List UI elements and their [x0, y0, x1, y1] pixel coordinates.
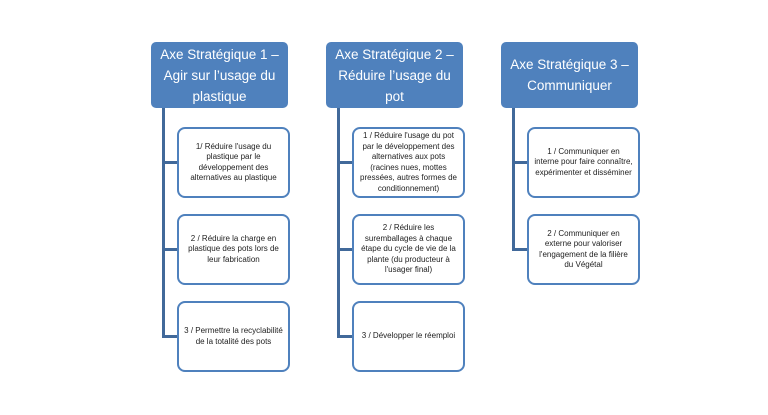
axis-2-item-3: 3 / Développer le réemploi [352, 301, 465, 372]
item-text: 3 / Permettre la recyclabilité de la tot… [184, 326, 283, 346]
item-text: 3 / Développer le réemploi [361, 331, 456, 341]
axis-2-item-2: 2 / Réduire les suremballages à chaque é… [352, 214, 465, 285]
connector-axis-3-item-2 [512, 248, 528, 251]
connector-axis-2-item-1 [337, 161, 353, 164]
connector-axis-1-item-1 [162, 161, 178, 164]
connector-axis-1-item-2 [162, 248, 178, 251]
axis-1-item-3: 3 / Permettre la recyclabilité de la tot… [177, 301, 290, 372]
connector-axis-3 [512, 108, 515, 251]
item-text: 2 / Réduire les suremballages à chaque é… [361, 223, 456, 275]
axis-3-item-2: 2 / Communiquer en externe pour valorise… [527, 214, 640, 285]
connector-axis-1-item-3 [162, 335, 178, 338]
connector-axis-2-item-3 [337, 335, 353, 338]
connector-axis-1 [162, 108, 165, 338]
axis-2-title: Axe Stratégique 2 – Réduire l’usage du p… [335, 46, 454, 104]
item-text: 2 / Réduire la charge en plastique des p… [188, 233, 279, 264]
connector-axis-3-item-1 [512, 161, 528, 164]
axis-1-title: Axe Stratégique 1 – Agir sur l’usage du … [160, 46, 279, 104]
connector-axis-2 [337, 108, 340, 338]
item-text: 1 / Communiquer en interne pour faire co… [534, 146, 633, 177]
item-text: 1/ Réduire l'usage du plastique par le d… [190, 141, 277, 183]
axis-2-item-1: 1 / Réduire l'usage du pot par le dévelo… [352, 127, 465, 198]
axis-3-header: Axe Stratégique 3 – Communiquer [501, 42, 638, 108]
axis-1-header: Axe Stratégique 1 – Agir sur l’usage du … [151, 42, 288, 108]
axis-1-item-2: 2 / Réduire la charge en plastique des p… [177, 214, 290, 285]
axis-3-item-1: 1 / Communiquer en interne pour faire co… [527, 127, 640, 198]
item-text: 2 / Communiquer en externe pour valorise… [539, 228, 628, 270]
item-text: 1 / Réduire l'usage du pot par le dévelo… [360, 131, 457, 193]
connector-axis-2-item-2 [337, 248, 353, 251]
axis-2-header: Axe Stratégique 2 – Réduire l’usage du p… [326, 42, 463, 108]
axis-1-item-1: 1/ Réduire l'usage du plastique par le d… [177, 127, 290, 198]
axis-3-title: Axe Stratégique 3 – Communiquer [510, 57, 629, 93]
